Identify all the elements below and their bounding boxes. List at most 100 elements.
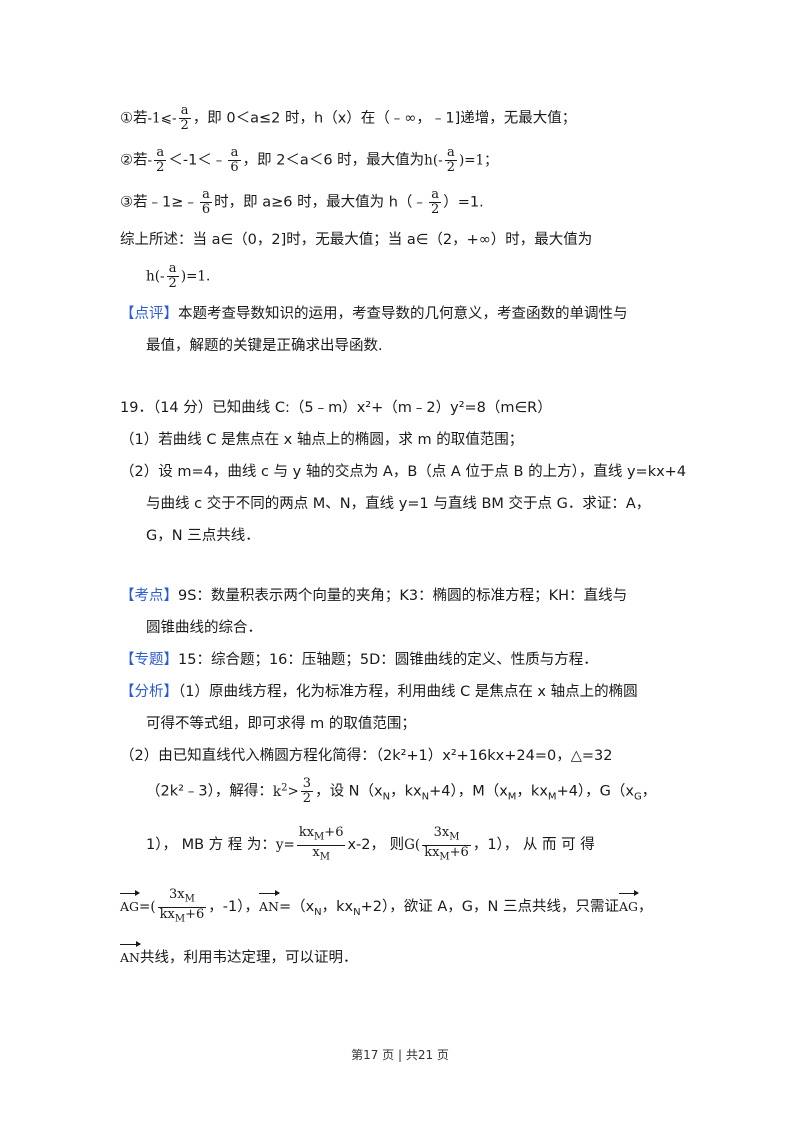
frac-den: 6 <box>201 202 211 217</box>
x: x <box>312 844 320 860</box>
frac-den: 6 <box>230 160 239 175</box>
summary-line: 综上所述：当 a∈（0，2]时，无最大值；当 a∈（2，+∞）时，最大值为 <box>120 232 593 248</box>
fenxi-l6-b: =（x <box>278 899 315 916</box>
subscript: M <box>314 831 325 843</box>
question-19-part-2: （2）设 m=4，曲线 c 与 y 轴的交点为 A，B（点 A 位于点 B 的上… <box>120 464 687 480</box>
eq-open: =( <box>139 899 156 916</box>
fenxi-l4-d: +4），M（x <box>429 783 508 800</box>
three-x: 3x <box>433 825 450 840</box>
case-3-text: 时，即 a≥6 时，最大值为 h（﹣ <box>214 194 427 211</box>
h-expr-end: )=1. <box>180 268 211 285</box>
subscript: M <box>439 851 450 863</box>
kaodian-line-2: 圆锥曲线的综合． <box>146 620 262 636</box>
case-1-ineq: -1⩽- <box>147 110 177 127</box>
fenxi-l7: 共线，利用韦达定理，可以证明． <box>139 950 358 966</box>
vector-an: AN <box>120 941 141 970</box>
question-19-part-2-cont: 与曲线 c 交于不同的两点 M、N，直线 y=1 与直线 BM 交于点 G．求证… <box>146 496 651 512</box>
frac-num: 3 <box>300 776 314 792</box>
frac-num: a <box>444 146 457 161</box>
fenxi-l5-c: ，1）， 从 而 可 得 <box>472 837 595 854</box>
comment-text: 本题考查导数知识的运用，考查导数的几何意义，考查函数的单调性与 <box>178 306 628 322</box>
case-2-label: ②若 <box>120 152 148 169</box>
fenxi-l5-b: x-2， 则 <box>347 837 405 854</box>
subscript: M <box>184 893 195 905</box>
subscript: M <box>174 913 186 925</box>
vector-ag: AG <box>120 890 141 919</box>
fenxi-l6-e: ， <box>637 899 653 916</box>
fenxi-text: （1）原曲线方程，化为标准方程，利用曲线 C 是焦点在 x 轴点上的椭圆 <box>178 684 638 700</box>
greater-than: > <box>287 783 299 800</box>
comment-line-1: 【点评】本题考查导数知识的运用，考查导数的几何意义，考查函数的单调性与 <box>120 302 628 326</box>
kaodian-line-1: 【考点】9S：数量积表示两个向量的夹角；K3：椭圆的标准方程；KH：直线与 <box>120 584 627 608</box>
plus-six: +6 <box>185 906 205 922</box>
three-x: 3x <box>169 887 185 902</box>
frac-num: 3xM <box>157 887 207 908</box>
subscript: N <box>314 906 322 918</box>
frac-den: 2 <box>430 202 440 217</box>
frac-num: a <box>178 104 191 119</box>
subscript: N <box>353 906 361 918</box>
h-expr-end: )=1； <box>458 152 498 169</box>
frac-num: 3xM <box>422 826 471 846</box>
fenxi-line-1: 【分析】（1）原曲线方程，化为标准方程，利用曲线 C 是焦点在 x 轴点上的椭圆 <box>120 680 638 704</box>
fenxi-l4-f: +4），G（x <box>556 783 635 800</box>
kx: kx <box>424 844 440 860</box>
frac-den: 2 <box>446 160 455 175</box>
plus-six: +6 <box>449 844 469 860</box>
fraction: kxM+6 xM <box>296 825 346 865</box>
frac-den: 2 <box>180 118 189 133</box>
frac-den: kxM+6 <box>422 844 471 865</box>
h-expr: h(- <box>424 152 443 169</box>
subscript: N <box>421 791 430 803</box>
case-3-end: ）=1. <box>443 194 484 211</box>
fenxi-l6-a: ，-1）， <box>208 899 259 916</box>
fenxi-l6-d: +2），欲证 A，G，N 三点共线，只需证 <box>360 899 619 916</box>
case-1-label: ①若 <box>120 110 148 127</box>
page-footer: 第17 页 | 共21 页 <box>351 1048 449 1062</box>
case-2-text: ，即 2＜a＜6 时，最大值为 <box>242 152 425 169</box>
frac-den: 2 <box>156 160 165 175</box>
comment-tag: 【点评】 <box>120 306 178 322</box>
case-2-minus: - <box>147 152 153 169</box>
plus-six: +6 <box>324 825 344 840</box>
zhuanti-text: 15：综合题；16：压轴题；5D：圆锥曲线的定义、性质与方程． <box>178 652 598 668</box>
subscript: N <box>382 791 391 803</box>
kx: kx <box>298 825 315 840</box>
fenxi-l4-c: ，kx <box>390 783 422 800</box>
frac-num: a <box>154 146 167 161</box>
frac-den: kxM+6 <box>158 906 207 927</box>
frac-num: a <box>228 146 241 161</box>
fenxi-line-3: （2）由已知直线代入椭圆方程化简得：（2k²+1）x²+16kx+24=0，△=… <box>120 748 613 764</box>
y-equals: y= <box>275 837 295 854</box>
case-2-mid: ＜-1＜﹣ <box>168 152 227 169</box>
kx: kx <box>159 906 175 922</box>
fenxi-l5-a: 1）， MB 方 程 为： <box>146 837 276 854</box>
subscript: G <box>634 791 642 803</box>
subscript: M <box>547 791 557 803</box>
subscript: M <box>507 791 517 803</box>
frac-den: xM <box>297 844 346 865</box>
frac-num: a <box>199 188 213 203</box>
question-19-part-1: （1）若曲线 C 是焦点在 x 轴点上的椭圆，求 m 的取值范围； <box>120 432 524 448</box>
case-3-label: ③若﹣1≥﹣ <box>120 194 198 211</box>
fenxi-tag: 【分析】 <box>120 684 178 700</box>
frac-num: a <box>428 188 442 203</box>
fenxi-line-2: 可得不等式组，即可求得 m 的取值范围； <box>146 716 416 732</box>
fenxi-l4-g: ， <box>641 783 657 800</box>
case-1-text: ，即 0＜a≤2 时，h（x）在（﹣∞，﹣1]递增，无最大值； <box>192 110 577 127</box>
k-squared: k2 <box>273 782 288 800</box>
